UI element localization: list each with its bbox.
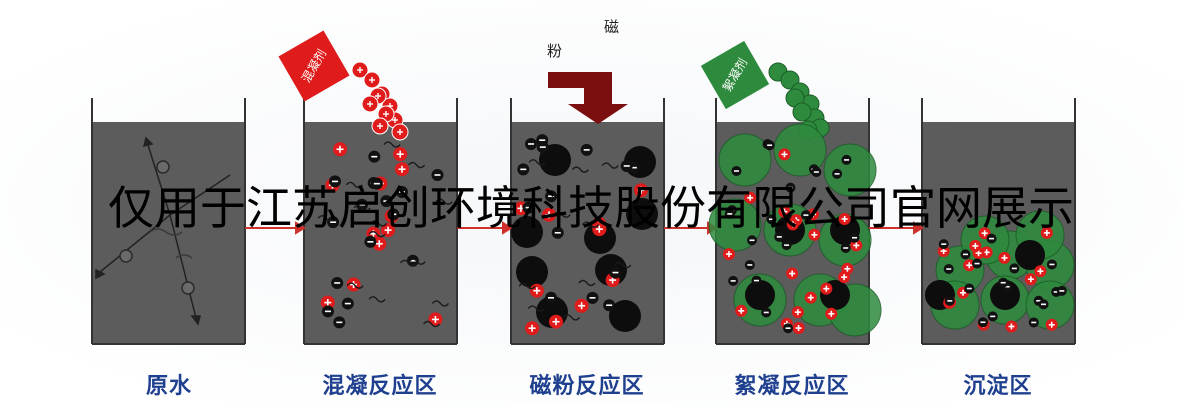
stage-label-settle: 沉淀区 <box>918 368 1078 400</box>
magnetic-powder-label-1: 磁 <box>604 16 619 37</box>
magnetic-powder-label-2: 粉 <box>547 40 562 61</box>
stage-label-coag: 混凝反应区 <box>300 368 460 400</box>
stage-label-floc: 絮凝反应区 <box>712 368 872 400</box>
stage-label-raw: 原水 <box>89 368 249 400</box>
stage-label-mag: 磁粉反应区 <box>507 368 667 400</box>
floc-cluster <box>824 144 876 196</box>
flocculant-drop <box>793 103 811 121</box>
magnetic-particle <box>516 256 548 288</box>
magnetic-particle <box>745 280 775 310</box>
tank-raw <box>92 98 245 344</box>
magnetic-particle <box>626 198 658 230</box>
magnetic-particle <box>511 216 543 248</box>
